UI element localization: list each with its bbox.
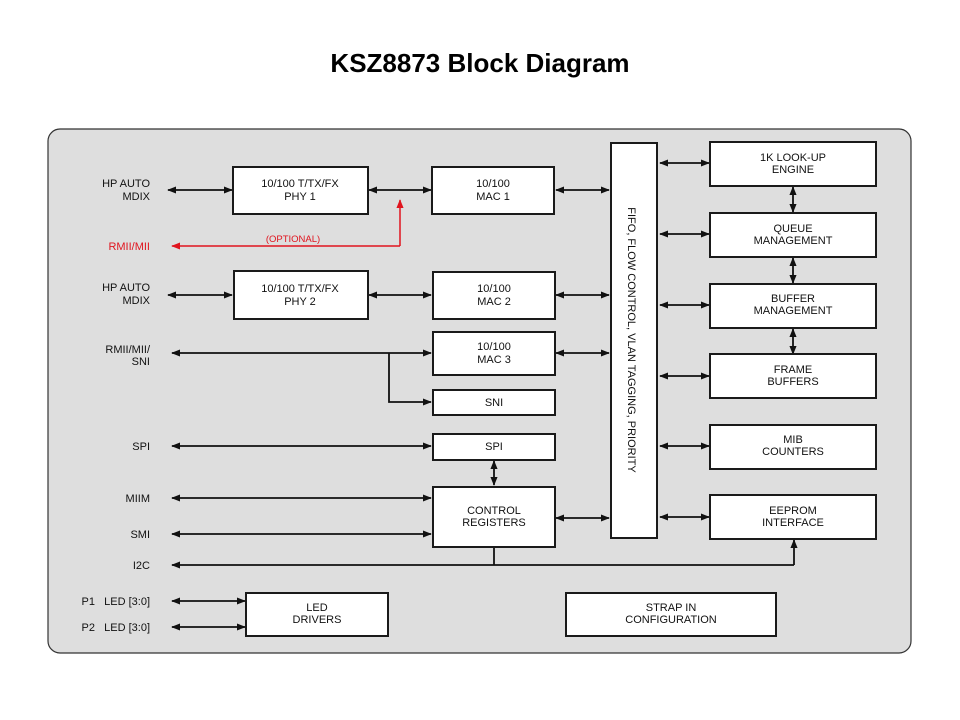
buffer-line2: MANAGEMENT: [754, 305, 833, 317]
lookup-engine-block: 1K LOOK-UP ENGINE: [709, 141, 877, 187]
rmii-optional-label: RMII/MII: [108, 241, 150, 253]
hp1-label-line2: MDIX: [123, 191, 151, 203]
strap-line2: CONFIGURATION: [625, 614, 717, 626]
sni-branch-connector: [388, 353, 432, 406]
mac1-line2: MAC 1: [476, 191, 510, 203]
eeprom-line2: INTERFACE: [762, 517, 824, 529]
led-line1: LED: [306, 602, 327, 614]
phy1-block: 10/100 T/TX/FX PHY 1: [232, 166, 369, 215]
strap-line1: STRAP IN: [646, 602, 697, 614]
phy1-line2: PHY 1: [284, 191, 316, 203]
phy2-block: 10/100 T/TX/FX PHY 2: [233, 270, 369, 320]
rmii-sni-label-line2: SNI: [132, 356, 150, 368]
hp1-label-line1: HP AUTO: [102, 178, 150, 190]
frame-buffers-block: FRAME BUFFERS: [709, 353, 877, 399]
strap-config-block: STRAP IN CONFIGURATION: [565, 592, 777, 637]
hp2-label-line1: HP AUTO: [102, 282, 150, 294]
page-title: KSZ8873 Block Diagram: [330, 48, 630, 78]
mac3-line2: MAC 3: [477, 354, 511, 366]
mac2-block: 10/100 MAC 2: [432, 271, 556, 320]
fifo-block: FIFO, FLOW CONTROL, VLAN TAGGING, PRIORI…: [610, 142, 658, 539]
spi-block-label: SPI: [485, 441, 503, 453]
buffer-management-block: BUFFER MANAGEMENT: [709, 283, 877, 329]
queue-line1: QUEUE: [773, 223, 812, 235]
smi-label: SMI: [130, 529, 150, 541]
led-line2: DRIVERS: [293, 614, 342, 626]
hp2-label-line2: MDIX: [123, 295, 151, 307]
mac3-line1: 10/100: [477, 341, 511, 353]
buffer-line1: BUFFER: [771, 293, 815, 305]
mib-line1: MIB: [783, 434, 803, 446]
queue-line2: MANAGEMENT: [754, 235, 833, 247]
sni-label: SNI: [485, 397, 503, 409]
mac1-line1: 10/100: [476, 178, 510, 190]
rmii-sni-label-line1: RMII/MII/: [105, 344, 151, 356]
fifo-label: FIFO, FLOW CONTROL, VLAN TAGGING, PRIORI…: [625, 207, 637, 473]
lookup-line2: ENGINE: [772, 164, 814, 176]
eeprom-line1: EEPROM: [769, 505, 817, 517]
control-registers-block: CONTROL REGISTERS: [432, 486, 556, 548]
eeprom-interface-block: EEPROM INTERFACE: [709, 494, 877, 540]
control-line1: CONTROL: [467, 505, 521, 517]
p1-led-label: P1 LED [3:0]: [82, 596, 150, 608]
led-drivers-block: LED DRIVERS: [245, 592, 389, 637]
optional-note: (OPTIONAL): [266, 234, 320, 245]
miim-label: MIIM: [126, 493, 150, 505]
mac3-block: 10/100 MAC 3: [432, 331, 556, 376]
i2c-label: I2C: [133, 560, 150, 572]
p2-led-label: P2 LED [3:0]: [82, 622, 150, 634]
mac2-line2: MAC 2: [477, 296, 511, 308]
frame-line2: BUFFERS: [767, 376, 818, 388]
phy1-line1: 10/100 T/TX/FX: [261, 178, 339, 190]
mib-line2: COUNTERS: [762, 446, 824, 458]
mib-counters-block: MIB COUNTERS: [709, 424, 877, 470]
control-line2: REGISTERS: [462, 517, 526, 529]
spi-label: SPI: [132, 441, 150, 453]
phy2-line2: PHY 2: [284, 296, 316, 308]
lookup-line1: 1K LOOK-UP: [760, 152, 826, 164]
phy2-line1: 10/100 T/TX/FX: [261, 283, 339, 295]
queue-management-block: QUEUE MANAGEMENT: [709, 212, 877, 258]
mac2-line1: 10/100: [477, 283, 511, 295]
mac1-block: 10/100 MAC 1: [431, 166, 555, 215]
spi-block: SPI: [432, 433, 556, 461]
frame-line1: FRAME: [774, 364, 813, 376]
sni-block: SNI: [432, 389, 556, 416]
